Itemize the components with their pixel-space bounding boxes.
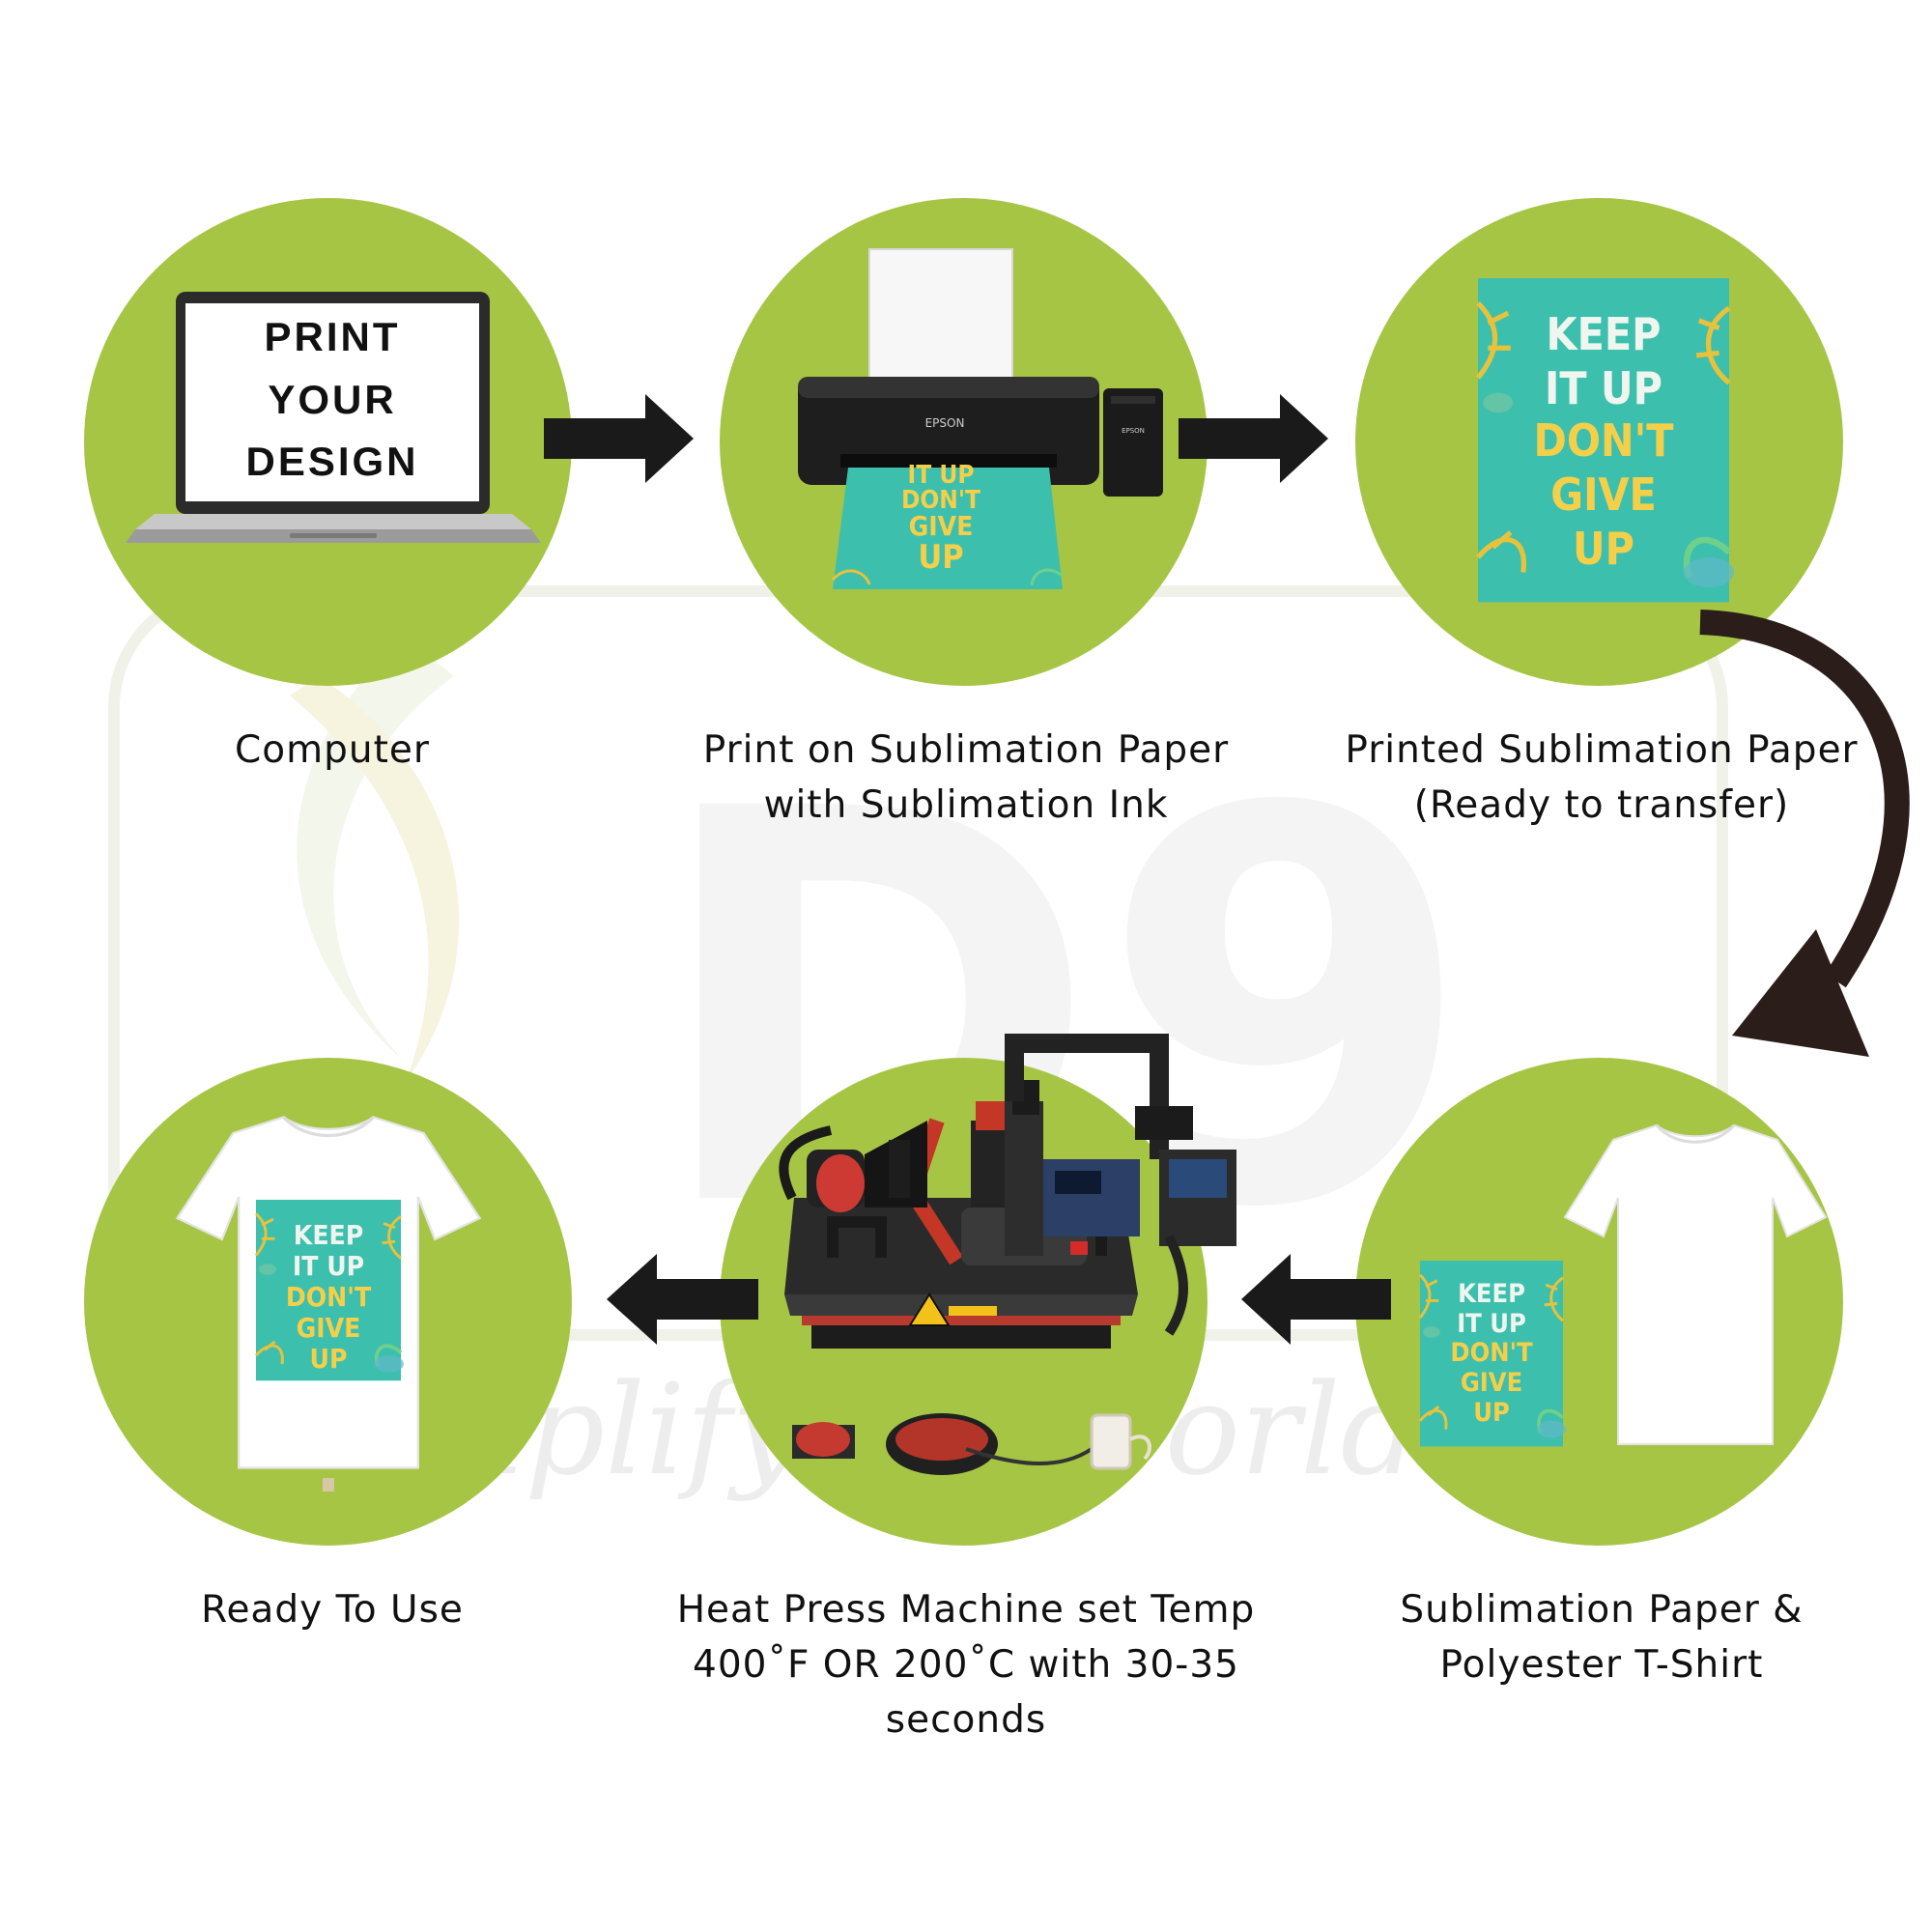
arrow-1-icon (544, 394, 694, 483)
caption-line: Polyester T-Shirt (1439, 1643, 1764, 1687)
paper-line-1: KEEP (1458, 1279, 1525, 1309)
caption-line: Heat Press Machine set Temp (676, 1588, 1256, 1632)
caption-line: Print on Sublimation Paper (702, 728, 1230, 772)
paper-line-2: IT UP (1457, 1309, 1526, 1339)
arrow-4-icon (607, 1254, 758, 1345)
shirt-tag (323, 1478, 334, 1492)
curved-arrow-icon (1699, 610, 1910, 1057)
printer-brand: EPSON (925, 416, 965, 430)
paper-line-3: DON'T (1450, 1338, 1533, 1368)
caption-line: Sublimation Paper & (1400, 1588, 1804, 1632)
printer-paper-line-4: UP (918, 538, 963, 577)
caption-line: with Sublimation Ink (763, 783, 1169, 827)
screen-line-2: YOUR (268, 377, 396, 422)
arrow-2-icon (1179, 394, 1328, 483)
arrows (544, 394, 1391, 1345)
caption-line: Ready To Use (201, 1588, 464, 1632)
printer-paper-line-2: DON'T (901, 486, 980, 515)
caption-line: Printed Sublimation Paper (1345, 728, 1859, 772)
caption-ready: Ready To Use (23, 1582, 641, 1637)
caption-line: seconds (885, 1698, 1047, 1742)
poster-line-2: IT UP (1545, 362, 1662, 414)
blank-tshirt (1563, 1123, 1828, 1446)
printer-icon (798, 248, 1163, 497)
caption-line: Computer (235, 728, 430, 772)
poster-line-3: DON'T (1533, 414, 1674, 467)
printer-paper-line-3: GIVE (909, 510, 974, 542)
ink-tank-brand: EPSON (1122, 427, 1145, 435)
caption-computer: Computer (23, 723, 641, 778)
caption-paper-tshirt: Sublimation Paper & Polyester T-Shirt (1293, 1582, 1911, 1692)
shirt-line-4: GIVE (297, 1312, 361, 1344)
poster-line-5: UP (1573, 523, 1634, 575)
poster-line-1: KEEP (1547, 308, 1662, 360)
shirt-line-5: UP (310, 1343, 348, 1375)
screen-line-3: DESIGN (245, 439, 418, 484)
shirt-line-2: IT UP (293, 1250, 364, 1282)
caption-printer: Print on Sublimation Paper with Sublimat… (657, 723, 1275, 833)
paper-line-4: GIVE (1461, 1368, 1522, 1398)
printer-output-paper (831, 468, 1064, 589)
laptop-icon (126, 292, 541, 543)
caption-heat-press: Heat Press Machine set Temp 400˚F OR 200… (657, 1582, 1275, 1747)
paper-line-5: UP (1473, 1398, 1510, 1428)
screen-line-1: PRINT (265, 314, 401, 359)
caption-line: (Ready to transfer) (1413, 783, 1790, 827)
shirt-line-3: DON'T (286, 1281, 372, 1313)
heat-press-icon (779, 1034, 1236, 1475)
caption-line: 400˚F OR 200˚C with 30-35 (693, 1643, 1239, 1687)
shirt-line-1: KEEP (294, 1219, 363, 1251)
printer-paper-line-1: IT UP (908, 461, 975, 490)
caption-printed-paper: Printed Sublimation Paper (Ready to tran… (1293, 723, 1911, 833)
arrow-3-icon (1241, 1254, 1391, 1345)
poster-line-4: GIVE (1550, 469, 1657, 521)
